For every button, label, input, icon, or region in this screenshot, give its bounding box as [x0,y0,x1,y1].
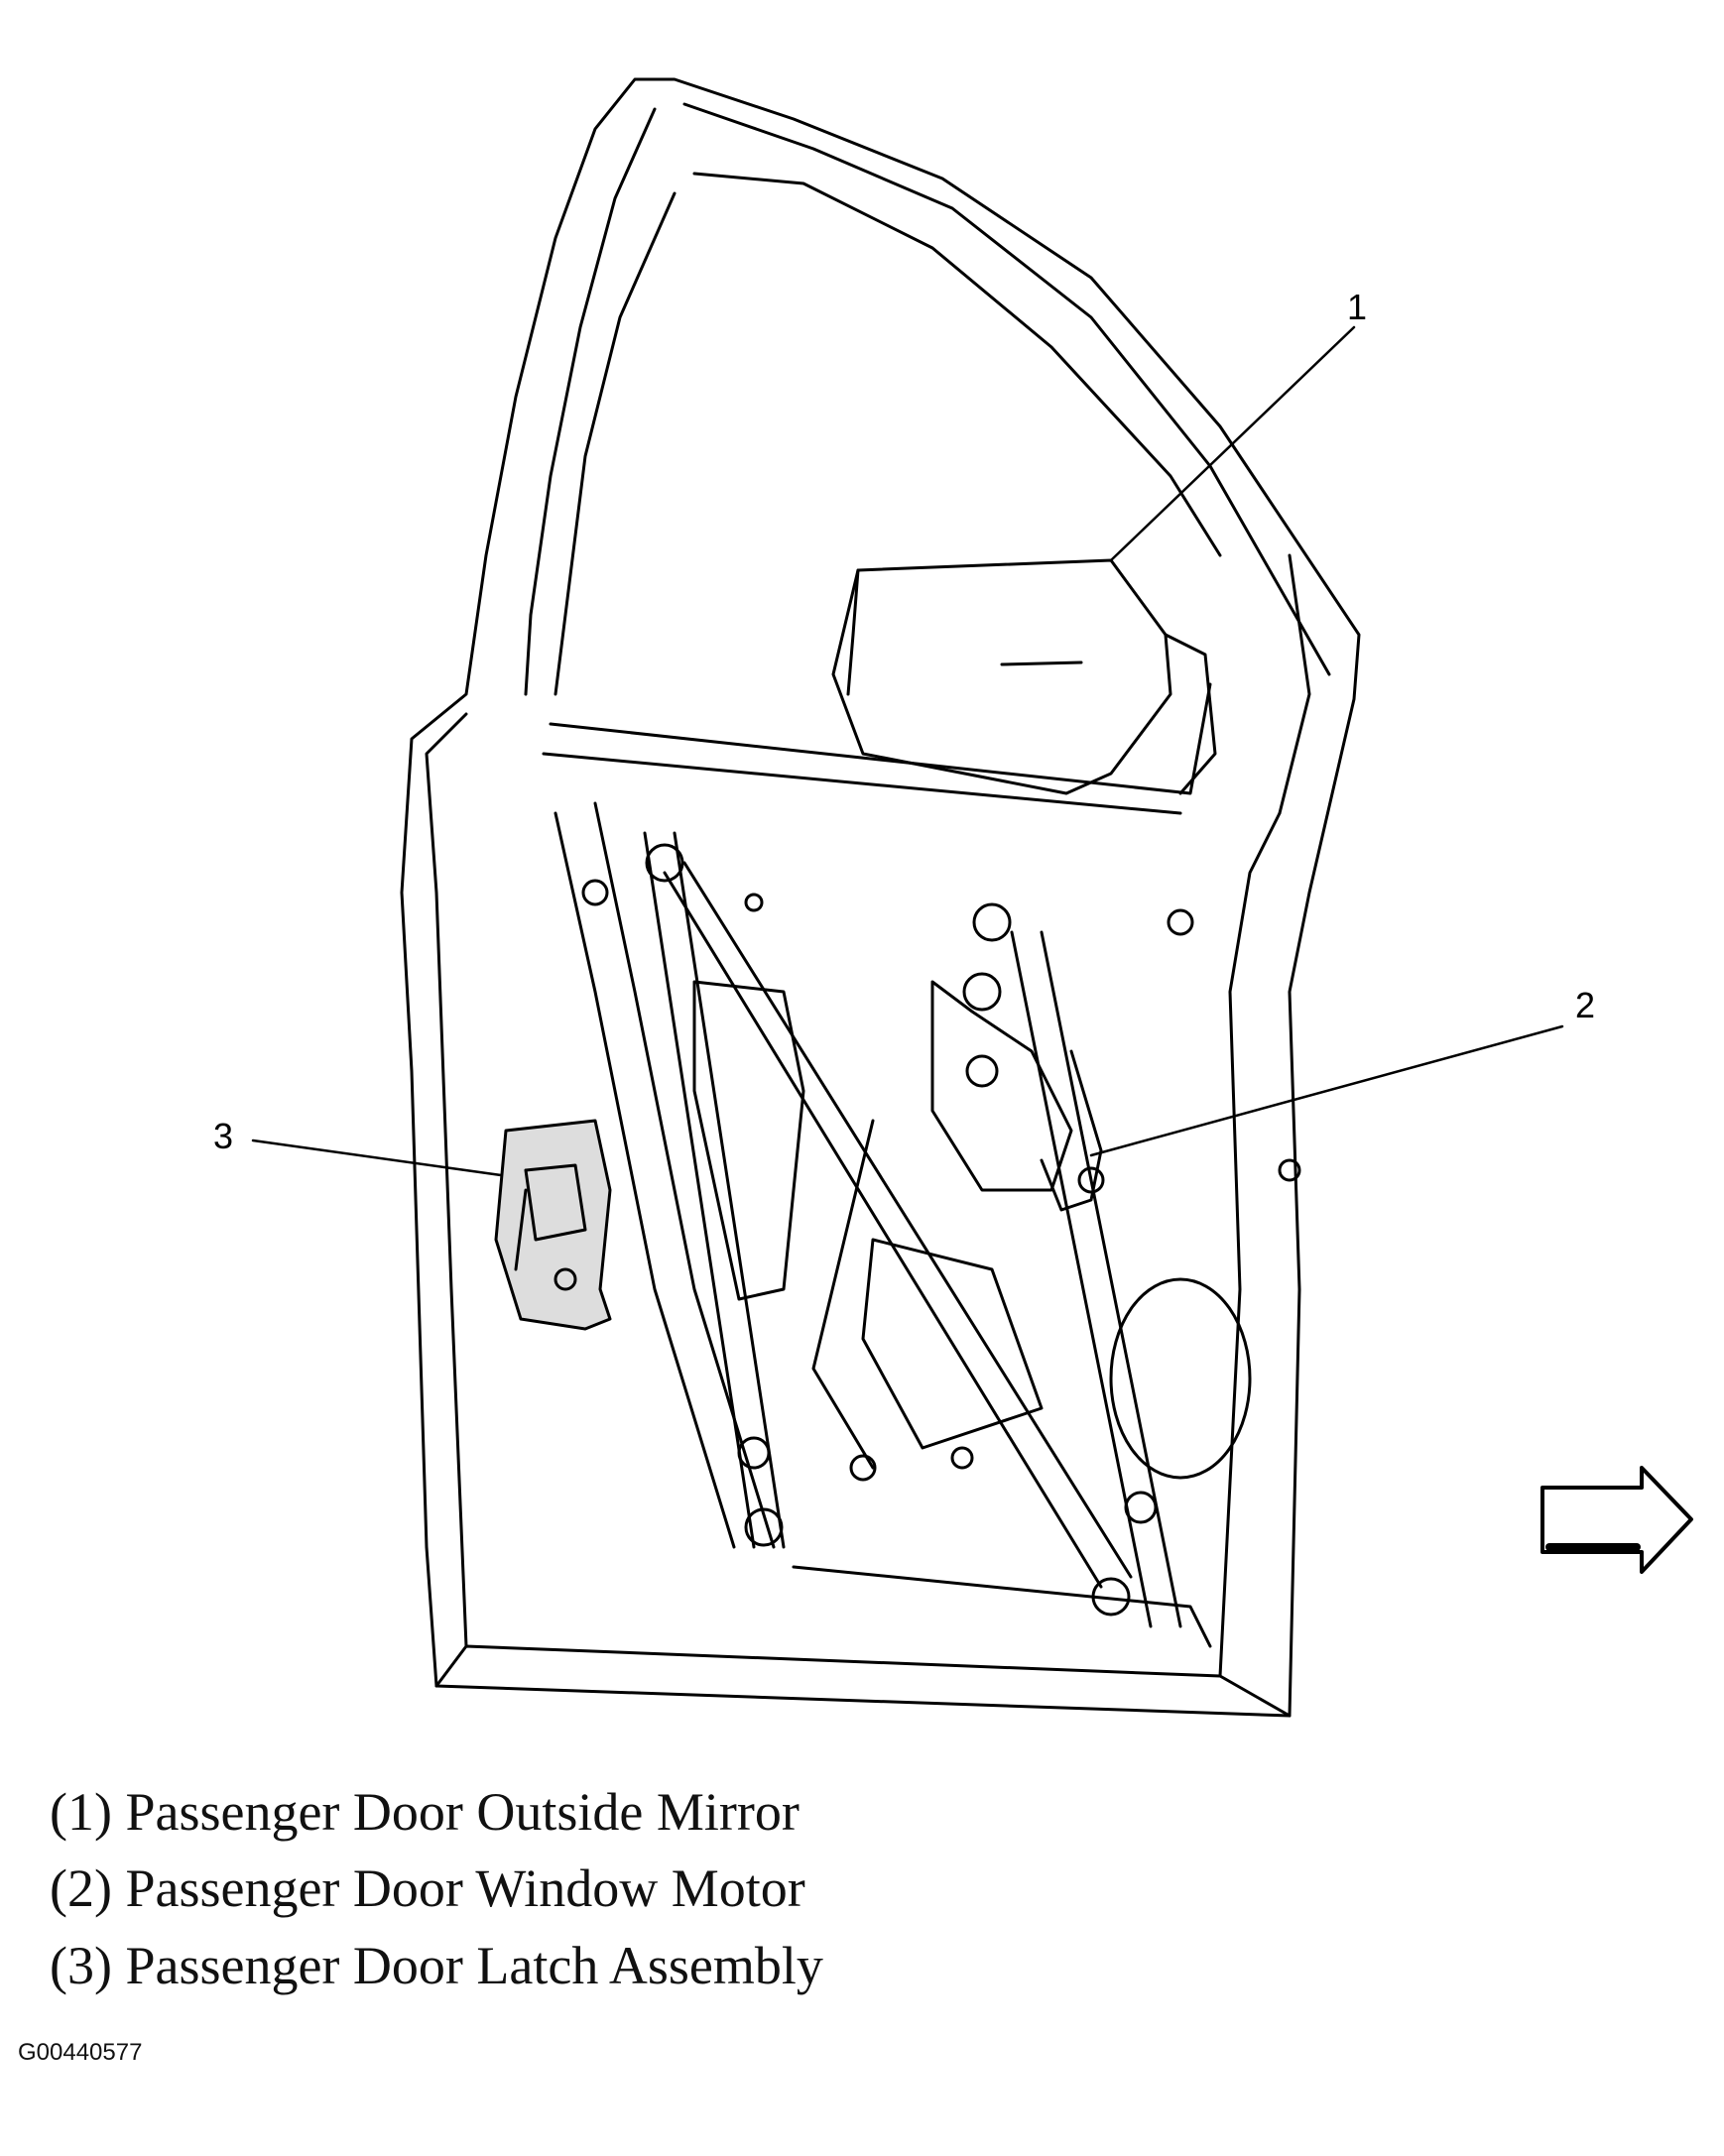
legend-item-latch: (3) Passenger Door Latch Assembly [50,1936,823,1995]
callout-number-2: 2 [1575,985,1596,1025]
callout-leaders [251,325,1564,1177]
door-frame [400,77,1361,1718]
callout-number-3: 3 [213,1116,234,1156]
figure-id: G00440577 [18,2039,143,2066]
outside-mirror [831,558,1217,795]
leader-line-2 [1089,1024,1564,1157]
callout-number-1: 1 [1347,287,1368,327]
legend-item-mirror: (1) Passenger Door Outside Mirror [50,1782,800,1842]
legend-item-window-motor: (2) Passenger Door Window Motor [50,1858,805,1918]
leader-line-3 [251,1138,503,1177]
door-latch-assembly [494,1119,612,1331]
door-illustration [251,77,1693,1718]
leader-line-1 [1109,325,1356,562]
inner-panel-openings [581,879,1301,1482]
window-regulator [643,831,1182,1628]
outline-arrow-right-icon [1540,1466,1693,1574]
